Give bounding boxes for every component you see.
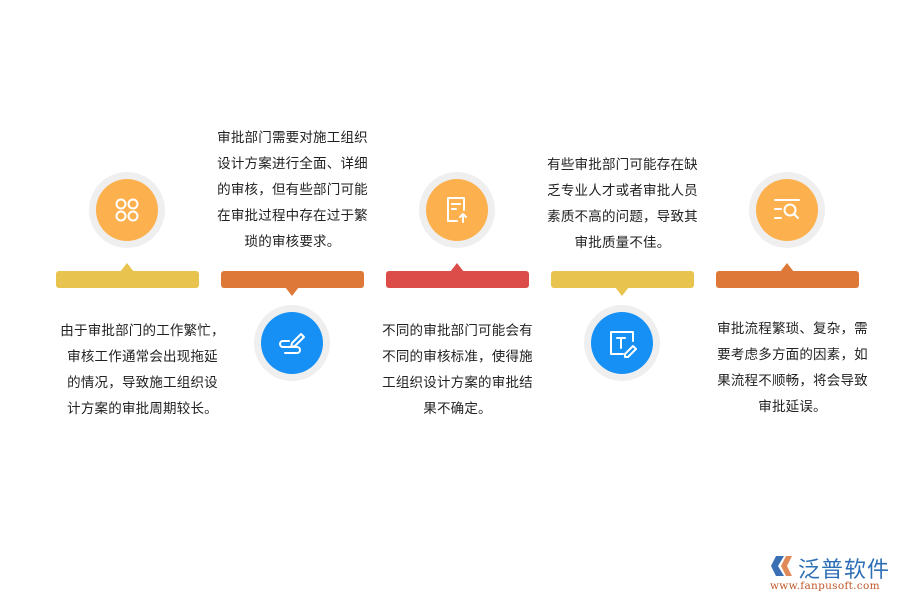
step-1-description: 由于审批部门的工作繁忙， 审核工作通常会出现拖延 的情况，导致施工组织设 计方案… bbox=[60, 323, 225, 417]
fanpu-logo: 泛普软件 www.fanpusoft.com bbox=[768, 552, 893, 596]
step-5-icon-ring bbox=[749, 172, 825, 248]
step-3-icon-ring bbox=[419, 172, 495, 248]
step-5-description: 审批流程繁琐、复杂，需 要考虑多方面的因素，如 果流程不顺畅，将会导致 审批延误… bbox=[717, 321, 868, 415]
pointer-up bbox=[120, 263, 134, 272]
list-search-icon bbox=[774, 199, 800, 219]
step-1-icon-ring bbox=[89, 172, 165, 248]
document-upload-icon bbox=[447, 197, 467, 223]
pointer-up bbox=[450, 263, 464, 272]
logo-brand-text: 泛普软件 bbox=[798, 558, 891, 583]
logo-url-text: www.fanpusoft.com bbox=[770, 580, 880, 592]
step-4-description: 有些审批部门可能存在缺 乏专业人才或者审批人员 素质不高的问题，导致其 审批质量… bbox=[547, 157, 698, 251]
text-edit-icon bbox=[610, 331, 637, 358]
timeline-bar-4 bbox=[551, 271, 694, 296]
timeline-bar-5 bbox=[716, 263, 859, 288]
signature-pen-icon bbox=[279, 333, 305, 354]
pointer-up bbox=[780, 263, 794, 272]
timeline-bar-1 bbox=[56, 263, 199, 288]
step-2-description: 审批部门需要对施工组织 设计方案进行全面、详细 的审核，但有些部门可能 在审批过… bbox=[217, 130, 368, 250]
timeline-bar-2 bbox=[221, 271, 364, 296]
pointer-down bbox=[285, 287, 299, 296]
step-3-description: 不同的审批部门可能会有 不同的审核标准，使得施 工组织设计方案的审批结 果不确定… bbox=[382, 323, 533, 417]
timeline-bar-3 bbox=[386, 263, 529, 288]
logo-mark-icon bbox=[771, 556, 792, 576]
apps-grid-icon bbox=[115, 198, 139, 222]
step-4-icon-ring bbox=[584, 305, 660, 381]
pointer-down bbox=[615, 287, 629, 296]
step-2-icon-ring bbox=[254, 305, 330, 381]
